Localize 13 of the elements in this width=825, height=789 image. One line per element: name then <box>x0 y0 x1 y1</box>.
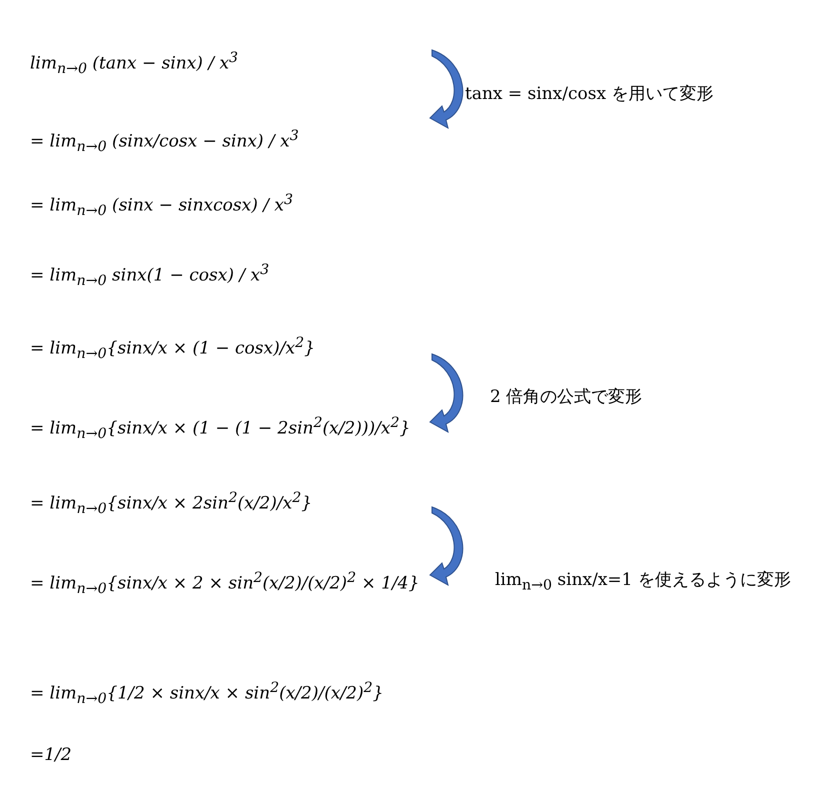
note-text: tanx = sinx/cosx を用いて変形 <box>465 83 714 105</box>
math-expression: = lim$_{n→0}${1/2 × sinx/x × sin$^{2}$(x/2)/(x/2)$^{2}$} <box>30 680 384 708</box>
math-expression: = lim$_{n→0}${sinx/x × (1 − (1 − 2sin$^{2}$(x/2)))/x$^{2}$} <box>30 415 410 442</box>
math-expression: = lim$_{n→0}$ (sinx/cosx − sinx) / x$^{3}$ <box>30 128 299 156</box>
note-text: 2 倍角の公式で変形 <box>490 386 642 408</box>
note-text: lim$_{n→0}$ sinx/x=1 を使えるように変形 <box>495 569 791 594</box>
math-expression: = lim$_{n→0}${sinx/x × 2sin$^{2}$(x/2)/x$^{2}$} <box>30 490 312 518</box>
math-expression: lim$_{n→0}$ (tanx − sinx) / x$^{3}$ <box>30 50 238 78</box>
math-expression: = lim$_{n→0}${sinx/x × (1 − cosx)/x$^{2}$} <box>30 335 315 362</box>
math-expression: = lim$_{n→0}$ sinx(1 − cosx) / x$^{3}$ <box>30 262 270 290</box>
math-expression: =1/2 <box>30 745 72 765</box>
math-expression: = lim$_{n→0}$ (sinx − sinxcosx) / x$^{3}$ <box>30 192 293 220</box>
math-expression: = lim$_{n→0}${sinx/x × 2 × sin$^{2}$(x/2)/(x/2)$^{2}$ × 1/4} <box>30 570 420 598</box>
